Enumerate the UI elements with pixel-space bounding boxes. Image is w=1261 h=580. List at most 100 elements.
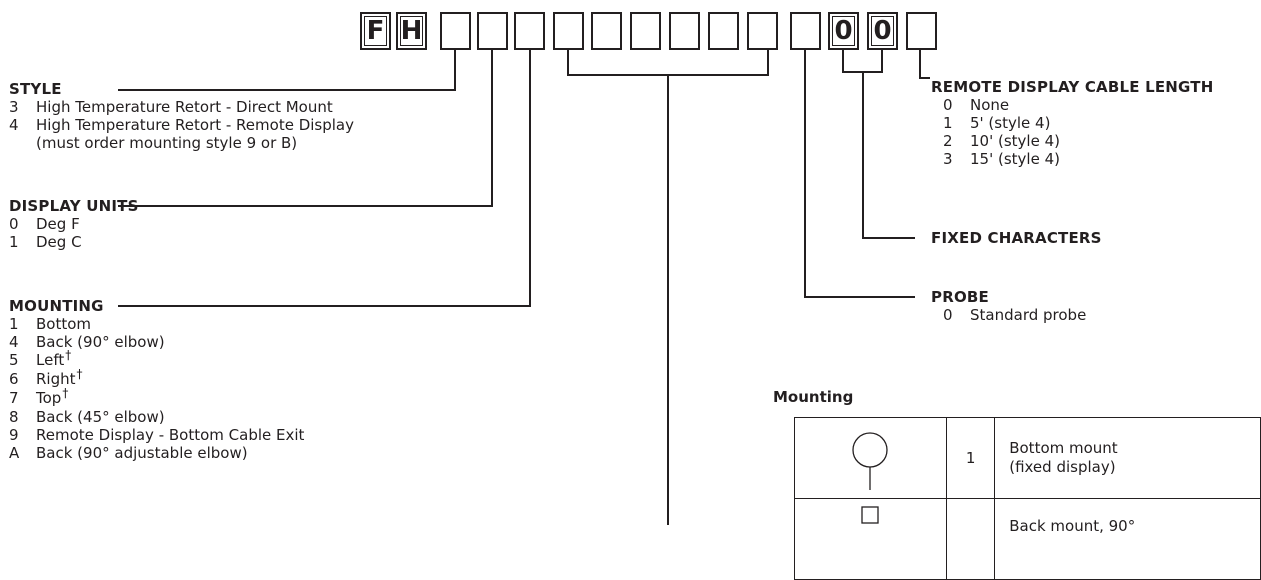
code-box-2: H (396, 12, 427, 50)
code-box-1: F (360, 12, 391, 50)
option-code: 0 (943, 96, 953, 114)
dagger-mark: † (62, 386, 69, 400)
option-code: 2 (943, 132, 953, 150)
code-box-probe (790, 12, 821, 50)
code-box-option-5 (708, 12, 739, 50)
list-item: 3 15' (style 4) (943, 150, 1214, 168)
option-code: 1 (9, 315, 19, 333)
dagger-mark: † (65, 348, 72, 362)
connector-style (118, 50, 456, 91)
option-label: Back (90° adjustable elbow) (36, 444, 248, 462)
code-box-option-6 (747, 12, 778, 50)
connector-display-units (118, 50, 493, 207)
code-box-option-1 (553, 12, 584, 50)
code-box-display-units (477, 12, 508, 50)
display-units-section: DISPLAY UNITS 0 Deg F 1 Deg C (9, 197, 139, 251)
table-row: 1 Bottom mount (fixed display) (794, 417, 1261, 499)
list-item: 9 Remote Display - Bottom Cable Exit (9, 426, 304, 444)
option-code: 0 (9, 215, 19, 233)
option-label: Top (36, 389, 62, 407)
list-item: 1 5' (style 4) (943, 114, 1214, 132)
option-label: High Temperature Retort - Remote Display (36, 116, 354, 134)
option-label: High Temperature Retort - Direct Mount (36, 98, 333, 116)
list-item: 2 10' (style 4) (943, 132, 1214, 150)
code-box-option-4 (669, 12, 700, 50)
remote-cable-section: REMOTE DISPLAY CABLE LENGTH 0 None 1 5' … (931, 78, 1214, 168)
style-note: (must order mounting style 9 or B) (36, 134, 298, 152)
style-note-row: (must order mounting style 9 or B) (9, 134, 354, 152)
mounting-code (945, 498, 996, 580)
option-code: 7 (9, 389, 19, 407)
option-code: 3 (9, 98, 19, 116)
dagger-mark: † (76, 367, 83, 381)
option-label: 10' (style 4) (970, 132, 1060, 150)
connector-fixed (862, 72, 915, 239)
list-item: 0 Standard probe (943, 306, 1086, 324)
code-char: 0 (873, 16, 892, 46)
code-box-style (440, 12, 471, 50)
code-box-fixed-1: 0 (828, 12, 859, 50)
remote-cable-heading: REMOTE DISPLAY CABLE LENGTH (931, 78, 1214, 96)
mounting-code: 1 (945, 417, 996, 499)
connector-bracket (567, 50, 769, 76)
code-char: H (400, 16, 423, 46)
mounting-desc: Bottom mount (1009, 439, 1118, 457)
option-label: Remote Display - Bottom Cable Exit (36, 426, 305, 444)
mounting-section: MOUNTING 1 Bottom 4 Back (90° elbow) 5 L… (9, 297, 304, 462)
fixed-characters-heading: FIXED CHARACTERS (931, 229, 1102, 247)
list-item: 0 Deg F (9, 215, 139, 233)
option-label: Deg C (36, 233, 82, 251)
code-char: 0 (834, 16, 853, 46)
option-label: Left (36, 351, 65, 369)
list-item: 4 High Temperature Retort - Remote Displ… (9, 116, 354, 134)
back-mount-icon (861, 506, 879, 524)
list-item: 8 Back (45° elbow) (9, 408, 304, 426)
style-section: STYLE 3 High Temperature Retort - Direct… (9, 80, 354, 152)
connector-fixed-bracket (842, 50, 883, 73)
list-item: 1 Bottom (9, 315, 304, 333)
option-code: 3 (943, 150, 953, 168)
connector-mounting (118, 50, 531, 307)
list-item: 5 Left† (9, 348, 304, 370)
option-code: 1 (943, 114, 953, 132)
code-box-fixed-2: 0 (867, 12, 898, 50)
connector-probe (804, 50, 915, 298)
option-label: Back (90° elbow) (36, 333, 165, 351)
mounting-desc-note: (fixed display) (1009, 458, 1116, 476)
style-heading: STYLE (9, 80, 62, 98)
option-code: 4 (9, 333, 19, 351)
option-label: Bottom (36, 315, 92, 333)
option-label: None (970, 96, 1010, 114)
mounting-heading: MOUNTING (9, 297, 104, 315)
option-code: 4 (9, 116, 19, 134)
code-char: F (366, 16, 385, 46)
option-label: Standard probe (970, 306, 1087, 324)
option-label: Back (45° elbow) (36, 408, 165, 426)
option-code: 0 (943, 306, 953, 324)
list-item: 7 Top† (9, 386, 304, 408)
mounting-table-heading: Mounting (773, 388, 854, 406)
ordering-diagram: F H 0 0 STYLE 3 High Temperature Retort … (9, 12, 1261, 580)
code-box-remote-cable (906, 12, 937, 50)
option-code: 1 (9, 233, 19, 251)
mounting-desc: Back mount, 90° (1009, 517, 1136, 535)
option-code: 9 (9, 426, 19, 444)
list-item: 1 Deg C (9, 233, 139, 251)
display-units-heading: DISPLAY UNITS (9, 197, 139, 215)
mounting-table: 1 Bottom mount (fixed display) Back moun… (794, 417, 1261, 580)
code-box-option-3 (630, 12, 661, 50)
list-item: 0 None (943, 96, 1214, 114)
option-label: 5' (style 4) (970, 114, 1051, 132)
fixed-characters-section: FIXED CHARACTERS (931, 229, 1102, 247)
option-code: 6 (9, 370, 19, 388)
option-code: 8 (9, 408, 19, 426)
list-item: A Back (90° adjustable elbow) (9, 444, 304, 462)
option-code: A (9, 444, 20, 462)
connector-lines (118, 50, 930, 525)
code-box-option-2 (591, 12, 622, 50)
option-label: 15' (style 4) (970, 150, 1060, 168)
option-code: 5 (9, 351, 19, 369)
probe-section: PROBE 0 Standard probe (931, 288, 1086, 324)
probe-heading: PROBE (931, 288, 989, 306)
code-box-mounting (514, 12, 545, 50)
